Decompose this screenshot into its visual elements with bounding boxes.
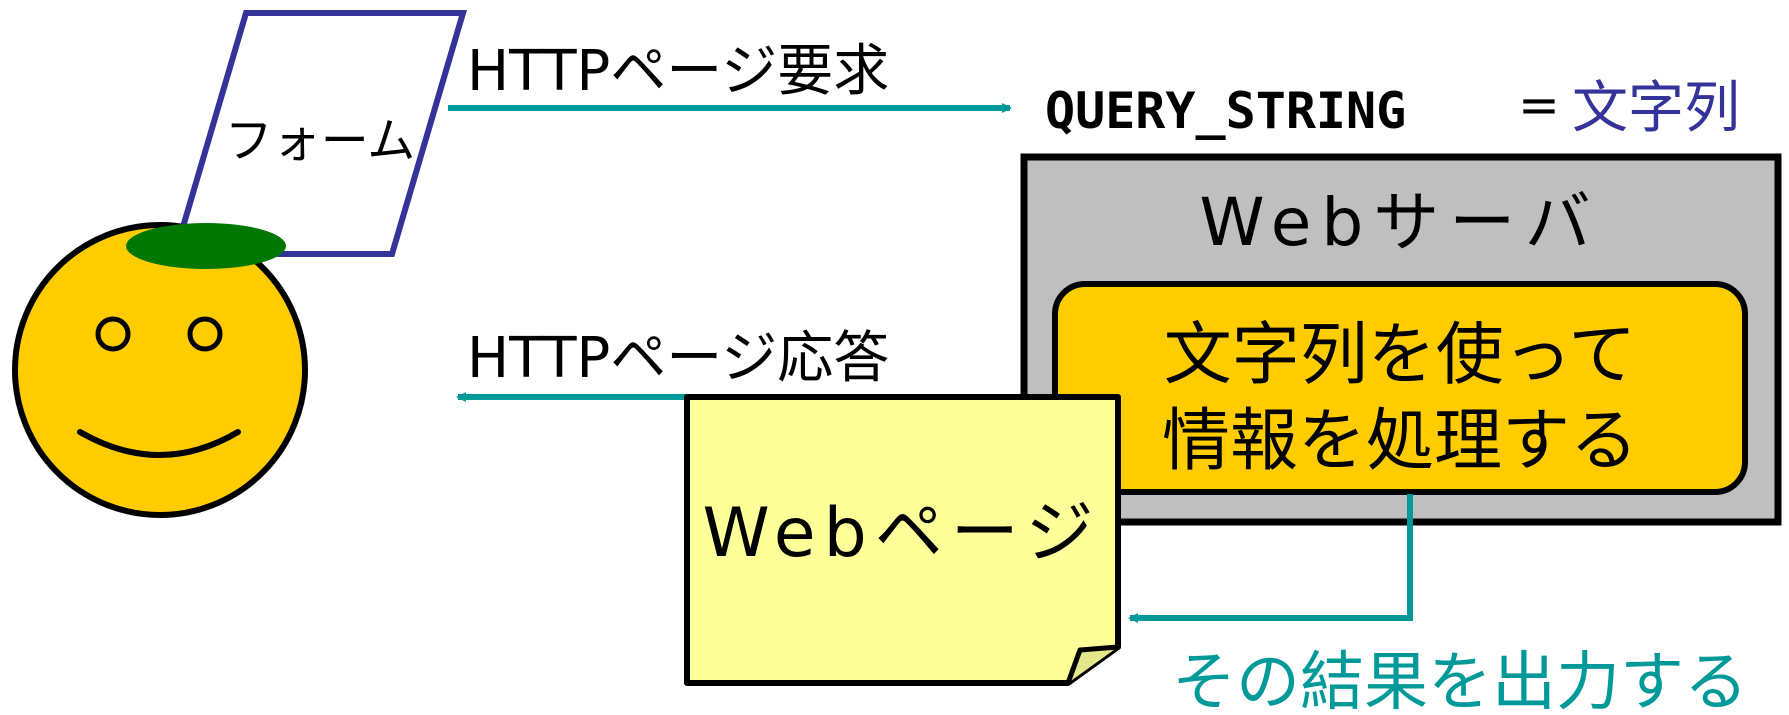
hat (126, 223, 286, 269)
response-label: HTTPページ応答 (467, 326, 889, 391)
page-curl (1065, 644, 1119, 684)
query-value: 文字列 (1572, 76, 1740, 141)
web-page: Webページ (684, 394, 1121, 686)
smile (77, 429, 241, 458)
process-line1: 文字列を使って (1164, 316, 1637, 395)
web-server: Webサーバ 文字列を使って 情報を処理する (1020, 153, 1782, 526)
output-label: その結果を出力する (1172, 646, 1748, 715)
left-eye (95, 316, 131, 352)
process-box (1052, 281, 1748, 495)
response-arrow: HTTPページ応答 (456, 326, 889, 402)
user-smiley-icon (12, 222, 308, 518)
query-string-assignment: QUERY_STRING = 文字列 (1045, 76, 1740, 141)
form-label: フォーム (225, 113, 416, 169)
webpage-label: Webページ (703, 494, 1102, 573)
query-variable: QUERY_STRING (1045, 82, 1406, 140)
request-arrow: HTTPページ要求 (448, 39, 1012, 113)
process-line2: 情報を処理する (1162, 402, 1638, 481)
query-equals: = (1518, 76, 1560, 134)
server-title: Webサーバ (1199, 184, 1600, 261)
output-connector: その結果を出力する (1128, 494, 1748, 715)
right-eye (187, 316, 223, 352)
form-shape: フォーム (170, 10, 468, 257)
request-label: HTTPページ要求 (467, 39, 889, 104)
